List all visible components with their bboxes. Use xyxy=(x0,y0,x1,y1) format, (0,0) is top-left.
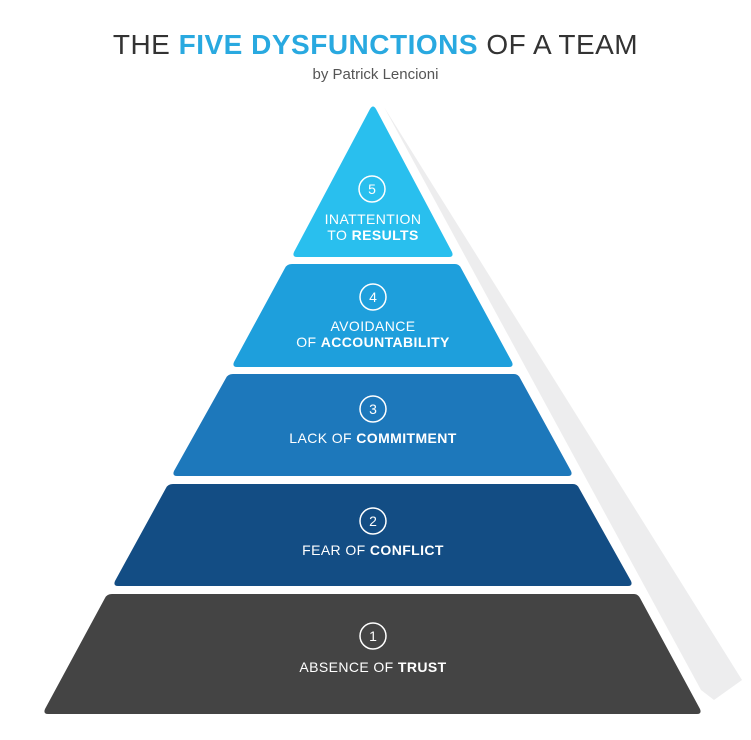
title-suffix: OF A TEAM xyxy=(478,29,639,60)
level-1: 1 ABSENCE OF TRUST xyxy=(44,594,701,714)
level-4-number-circle xyxy=(359,283,387,311)
level-1-shape xyxy=(44,594,701,714)
title-accent: FIVE DYSFUNCTIONS xyxy=(178,29,479,60)
level-4-label-line2: OF ACCOUNTABILITY xyxy=(296,334,450,350)
level-4: 4 AVOIDANCE OF ACCOUNTABILITY xyxy=(233,264,513,367)
level-4-number: 4 xyxy=(369,289,377,305)
title-prefix: THE xyxy=(112,29,179,60)
level-3-label-bold: COMMITMENT xyxy=(356,430,456,446)
level-3-number-circle xyxy=(359,395,387,423)
level-5: 5 INATTENTION TO RESULTS xyxy=(293,106,453,257)
level-3-label-plain: LACK OF xyxy=(289,430,356,446)
level-3-shape xyxy=(173,374,572,476)
pyramid-shadow xyxy=(384,107,742,700)
level-2-number: 2 xyxy=(369,513,377,529)
header: THE FIVE DYSFUNCTIONS OF A TEAM by Patri… xyxy=(0,28,751,84)
level-3-number: 3 xyxy=(369,401,377,417)
level-4-line2-plain: OF xyxy=(296,334,321,350)
level-5-number-circle xyxy=(358,175,386,203)
level-1-label: ABSENCE OF TRUST xyxy=(299,659,446,675)
level-2-label: FEAR OF CONFLICT xyxy=(302,542,444,558)
level-3-label: LACK OF COMMITMENT xyxy=(289,430,456,446)
level-2-number-circle xyxy=(359,507,387,535)
level-5-shape xyxy=(293,106,453,257)
level-5-label-line1: INATTENTION xyxy=(325,211,422,227)
level-2: 2 FEAR OF CONFLICT xyxy=(114,484,632,586)
level-4-shape xyxy=(233,264,513,367)
page-title: THE FIVE DYSFUNCTIONS OF A TEAM xyxy=(0,28,751,62)
level-4-line1-text: AVOIDANCE xyxy=(330,318,415,334)
level-4-label-line1: AVOIDANCE xyxy=(330,318,415,334)
level-5-label-line2: TO RESULTS xyxy=(327,227,418,243)
level-5-line1-text: INATTENTION xyxy=(325,211,422,227)
level-1-label-plain: ABSENCE OF xyxy=(299,659,398,675)
level-1-number: 1 xyxy=(369,628,377,644)
level-5-line2-bold: RESULTS xyxy=(352,227,419,243)
level-5-number: 5 xyxy=(368,181,376,197)
level-3: 3 LACK OF COMMITMENT xyxy=(173,374,572,476)
page-subtitle: by Patrick Lencioni xyxy=(312,66,439,83)
level-2-label-bold: CONFLICT xyxy=(370,542,444,558)
level-5-line2-plain: TO xyxy=(327,227,351,243)
level-1-number-circle xyxy=(359,622,387,650)
level-1-label-bold: TRUST xyxy=(398,659,447,675)
level-4-line2-bold: ACCOUNTABILITY xyxy=(321,334,450,350)
level-2-shape xyxy=(114,484,632,586)
level-2-label-plain: FEAR OF xyxy=(302,542,370,558)
